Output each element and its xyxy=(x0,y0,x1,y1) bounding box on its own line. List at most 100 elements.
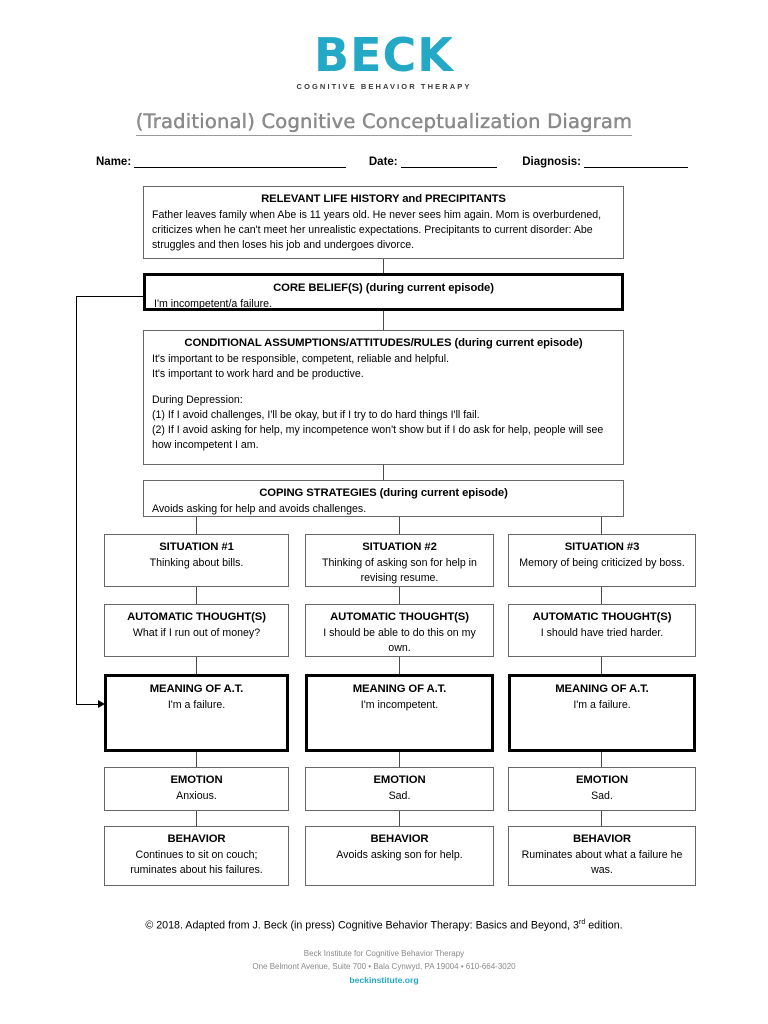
situation-1-body: Thinking about bills. xyxy=(149,556,244,569)
diagnosis-field[interactable]: Diagnosis: xyxy=(522,155,688,168)
assumptions-body: It's important to be responsible, compet… xyxy=(152,352,615,453)
behavior-2-body: Avoids asking son for help. xyxy=(336,848,463,861)
box-behavior-3: BEHAVIOR Ruminates about what a failure … xyxy=(508,826,696,886)
meaning-2-body: I'm incompetent. xyxy=(360,698,439,711)
copyright-ordinal: rd xyxy=(578,919,586,926)
meaning-3-body: I'm a failure. xyxy=(573,698,631,711)
connector-meaning-3-to-emotion-3 xyxy=(601,752,603,767)
date-field[interactable]: Date: xyxy=(369,155,497,168)
automatic-thought-3-title: AUTOMATIC THOUGHT(S) xyxy=(532,611,672,623)
meaning-2-title: MEANING OF A.T. xyxy=(352,683,447,695)
diagnosis-input-rule[interactable] xyxy=(584,155,688,168)
behavior-1-body: Continues to sit on couch; ruminates abo… xyxy=(130,848,263,876)
beck-logo: BECK COGNITIVE BEHAVIOR THERAPY xyxy=(0,32,768,91)
behavior-3-title: BEHAVIOR xyxy=(573,833,631,845)
box-coping-strategies: COPING STRATEGIES (during current episod… xyxy=(143,480,624,517)
box-situation-3: SITUATION #3 Memory of being criticized … xyxy=(508,534,696,587)
connector-emotion-2-to-behavior-2 xyxy=(399,811,401,826)
automatic-thought-1-body: What if I run out of money? xyxy=(132,626,261,639)
situation-3-title: SITUATION #3 xyxy=(564,541,640,553)
coping-title: COPING STRATEGIES (during current episod… xyxy=(259,487,508,499)
assumptions-line-5: (2) If I avoid asking for help, my incom… xyxy=(152,424,604,452)
connector-thought-3-to-meaning-3 xyxy=(601,657,603,675)
meaning-1-title: MEANING OF A.T. xyxy=(149,683,244,695)
core-belief-title: CORE BELIEF(S) (during current episode) xyxy=(273,282,494,294)
core-belief-body: I'm incompetent/a failure. xyxy=(154,297,273,310)
feedback-loop-vertical-segment xyxy=(76,296,78,705)
connector-situation-3-to-thought-3 xyxy=(601,587,603,605)
box-emotion-3: EMOTION Sad. xyxy=(508,767,696,811)
behavior-3-body: Ruminates about what a failure he was. xyxy=(521,848,683,876)
connector-meaning-2-to-emotion-2 xyxy=(399,752,401,767)
page-title-text: (Traditional) Cognitive Conceptualizatio… xyxy=(136,110,633,136)
box-conditional-assumptions: CONDITIONAL ASSUMPTIONS/ATTITUDES/RULES … xyxy=(143,330,624,465)
copyright-notice: © 2018. Adapted from J. Beck (in press) … xyxy=(0,919,768,932)
connector-thought-1-to-meaning-1 xyxy=(196,657,198,675)
emotion-3-title: EMOTION xyxy=(575,774,629,786)
box-automatic-thought-2: AUTOMATIC THOUGHT(S) I should be able to… xyxy=(305,604,494,657)
name-label: Name: xyxy=(96,156,132,168)
assumptions-title: CONDITIONAL ASSUMPTIONS/ATTITUDES/RULES … xyxy=(184,337,583,349)
institute-address: One Belmont Avenue, Suite 700 • Bala Cyn… xyxy=(252,961,516,971)
page-title: (Traditional) Cognitive Conceptualizatio… xyxy=(0,110,768,136)
box-behavior-1: BEHAVIOR Continues to sit on couch; rumi… xyxy=(104,826,289,886)
date-label: Date: xyxy=(368,156,398,168)
feedback-loop-bottom-segment xyxy=(76,704,100,706)
form-fields: Name: Date: Diagnosis: xyxy=(96,155,688,168)
situation-1-title: SITUATION #1 xyxy=(159,541,234,553)
meaning-1-body: I'm a failure. xyxy=(167,698,226,711)
automatic-thought-3-body: I should have tried harder. xyxy=(540,626,664,639)
connector-meaning-1-to-emotion-1 xyxy=(196,752,198,767)
connector-coping-to-situation-2 xyxy=(399,517,401,535)
emotion-1-title: EMOTION xyxy=(170,774,223,786)
date-input-rule[interactable] xyxy=(400,155,497,168)
connector-emotion-3-to-behavior-3 xyxy=(601,811,603,826)
life-history-body: Father leaves family when Abe is 11 year… xyxy=(152,208,602,251)
box-relevant-life-history: RELEVANT LIFE HISTORY and PRECIPITANTS F… xyxy=(143,186,624,259)
name-input-rule[interactable] xyxy=(134,155,347,168)
copyright-text-pre: © 2018. Adapted from J. Beck (in press) … xyxy=(145,919,579,932)
box-situation-2: SITUATION #2 Thinking of asking son for … xyxy=(305,534,494,587)
automatic-thought-2-body: I should be able to do this on my own. xyxy=(323,626,476,654)
situation-2-body: Thinking of asking son for help in revis… xyxy=(322,556,477,584)
logo-wordmark: BECK xyxy=(314,28,454,82)
connector-situation-2-to-thought-2 xyxy=(399,587,401,605)
assumptions-line-3: During Depression: xyxy=(152,393,243,406)
institute-website-link[interactable]: beckinstitute.org xyxy=(349,974,419,985)
assumptions-line-1: It's important to be responsible, compet… xyxy=(152,352,450,365)
connector-situation-1-to-thought-1 xyxy=(196,587,198,605)
box-meaning-2: MEANING OF A.T. I'm incompetent. xyxy=(305,674,494,752)
behavior-1-title: BEHAVIOR xyxy=(167,833,226,845)
automatic-thought-2-title: AUTOMATIC THOUGHT(S) xyxy=(330,611,469,623)
assumptions-line-4: (1) If I avoid challenges, I'll be okay,… xyxy=(152,409,480,421)
copyright-text-post: edition. xyxy=(585,919,623,932)
feedback-loop-top-segment xyxy=(76,296,144,298)
emotion-1-body: Anxious. xyxy=(176,789,217,802)
box-behavior-2: BEHAVIOR Avoids asking son for help. xyxy=(305,826,494,886)
connector-coping-to-situation-3 xyxy=(601,517,603,535)
connector-thought-2-to-meaning-2 xyxy=(399,657,401,675)
box-emotion-2: EMOTION Sad. xyxy=(305,767,494,811)
connector-core-belief-to-assumptions xyxy=(383,310,385,330)
box-core-beliefs: CORE BELIEF(S) (during current episode) … xyxy=(143,273,624,311)
feedback-loop-arrow-icon xyxy=(98,700,105,708)
institute-name: Beck Institute for Cognitive Behavior Th… xyxy=(303,949,465,958)
emotion-3-body: Sad. xyxy=(591,789,613,802)
name-field[interactable]: Name: xyxy=(96,155,347,168)
diagnosis-label: Diagnosis: xyxy=(522,156,581,168)
box-meaning-1: MEANING OF A.T. I'm a failure. xyxy=(104,674,289,752)
box-meaning-3: MEANING OF A.T. I'm a failure. xyxy=(508,674,696,752)
automatic-thought-1-title: AUTOMATIC THOUGHT(S) xyxy=(127,611,266,623)
situation-2-title: SITUATION #2 xyxy=(362,541,437,553)
emotion-2-title: EMOTION xyxy=(373,774,426,786)
box-automatic-thought-1: AUTOMATIC THOUGHT(S) What if I run out o… xyxy=(104,604,289,657)
connector-assumptions-to-coping xyxy=(383,464,385,480)
assumptions-spacer xyxy=(152,382,615,393)
behavior-2-title: BEHAVIOR xyxy=(370,833,429,845)
box-automatic-thought-3: AUTOMATIC THOUGHT(S) I should have tried… xyxy=(508,604,696,657)
logo-tagline: COGNITIVE BEHAVIOR THERAPY xyxy=(296,81,472,91)
coping-body: Avoids asking for help and avoids challe… xyxy=(152,502,367,515)
connector-coping-to-situation-1 xyxy=(196,517,198,535)
box-situation-1: SITUATION #1 Thinking about bills. xyxy=(104,534,289,587)
